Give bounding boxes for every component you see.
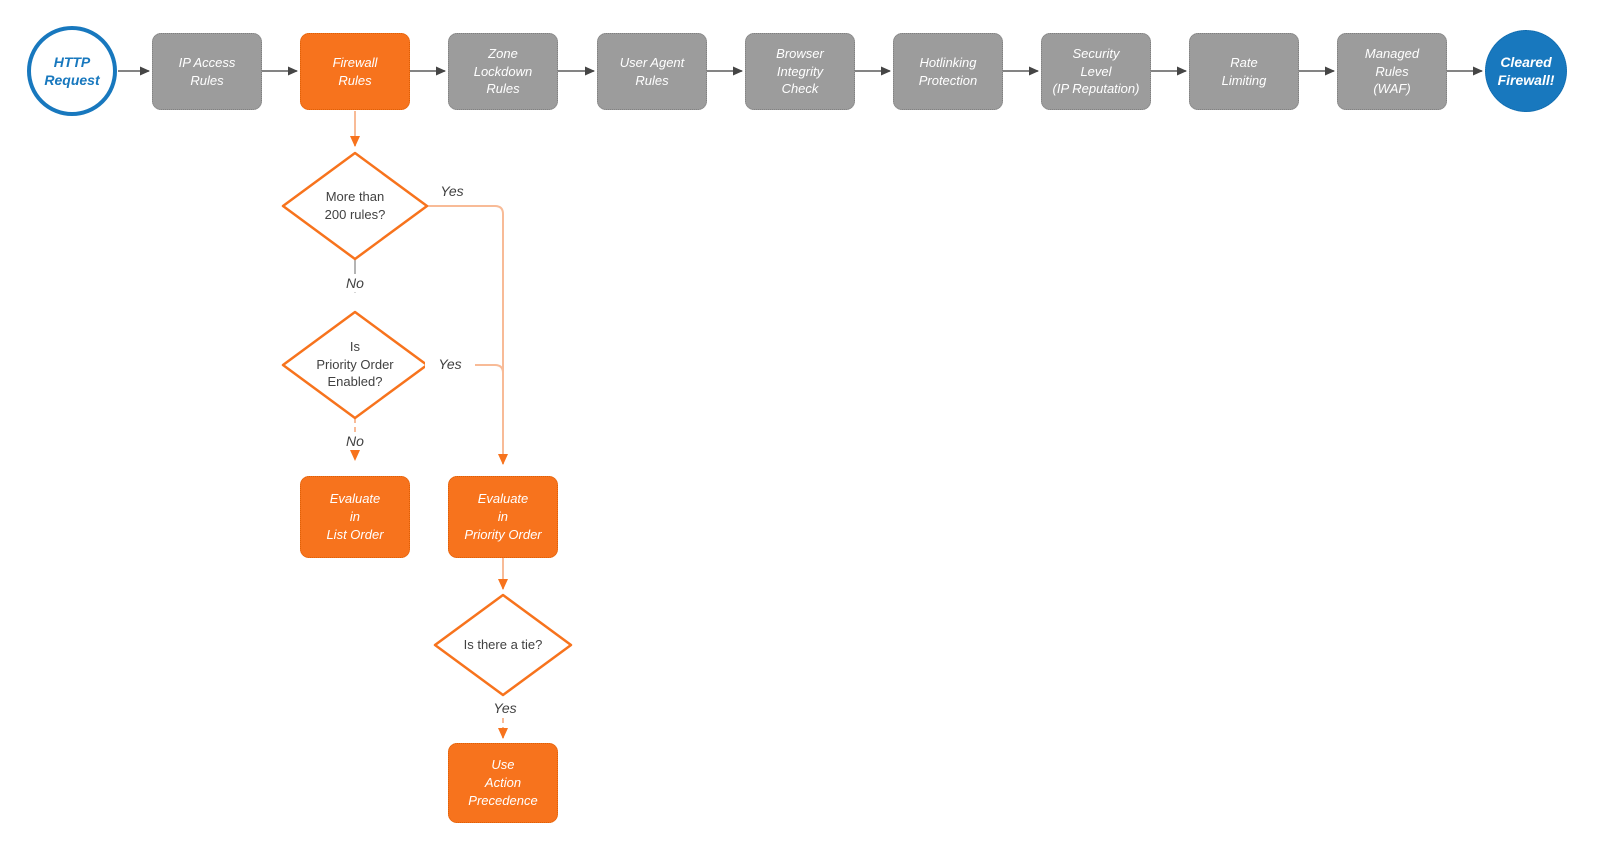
edge-label-decision2-yes: Yes (425, 355, 475, 373)
node-browser-integrity-check: Browser Integrity Check (745, 33, 855, 110)
node-ip-access-rules: IP Access Rules (152, 33, 262, 110)
node-zone-lockdown-rules: Zone Lockdown Rules (448, 33, 558, 110)
node-evaluate-priority-order: Evaluate in Priority Order (448, 476, 558, 558)
edge-decision2-yes-merge (427, 364, 504, 380)
edge-label-decision3-yes: Yes (480, 699, 530, 717)
node-use-action-precedence: Use Action Precedence (448, 743, 558, 823)
node-cleared-firewall: Cleared Firewall! (1485, 30, 1567, 112)
decision-priority-order-enabled-label: Is Priority Order Enabled? (316, 339, 394, 390)
decision-more-than-200-rules-shape (281, 151, 429, 261)
edge-label-decision1-yes: Yes (427, 182, 477, 200)
node-hotlinking-protection: Hotlinking Protection (893, 33, 1003, 110)
node-firewall-rules: Firewall Rules (300, 33, 410, 110)
node-http-request: HTTP Request (27, 26, 117, 116)
edge-label-decision2-no: No (330, 432, 380, 450)
decision-is-there-a-tie-shape (433, 593, 573, 697)
edge-decision1-yes-to-priority-order (427, 205, 508, 465)
node-user-agent-rules: User Agent Rules (597, 33, 707, 110)
edge-label-decision1-no: No (330, 274, 380, 292)
node-security-level: Security Level (IP Reputation) (1041, 33, 1151, 110)
node-evaluate-list-order: Evaluate in List Order (300, 476, 410, 558)
node-rate-limiting: Rate Limiting (1189, 33, 1299, 110)
decision-is-there-a-tie-label: Is there a tie? (463, 637, 543, 652)
decision-more-than-200-rules-label: More than 200 rules? (324, 189, 386, 222)
node-managed-rules-waf: Managed Rules (WAF) (1337, 33, 1447, 110)
